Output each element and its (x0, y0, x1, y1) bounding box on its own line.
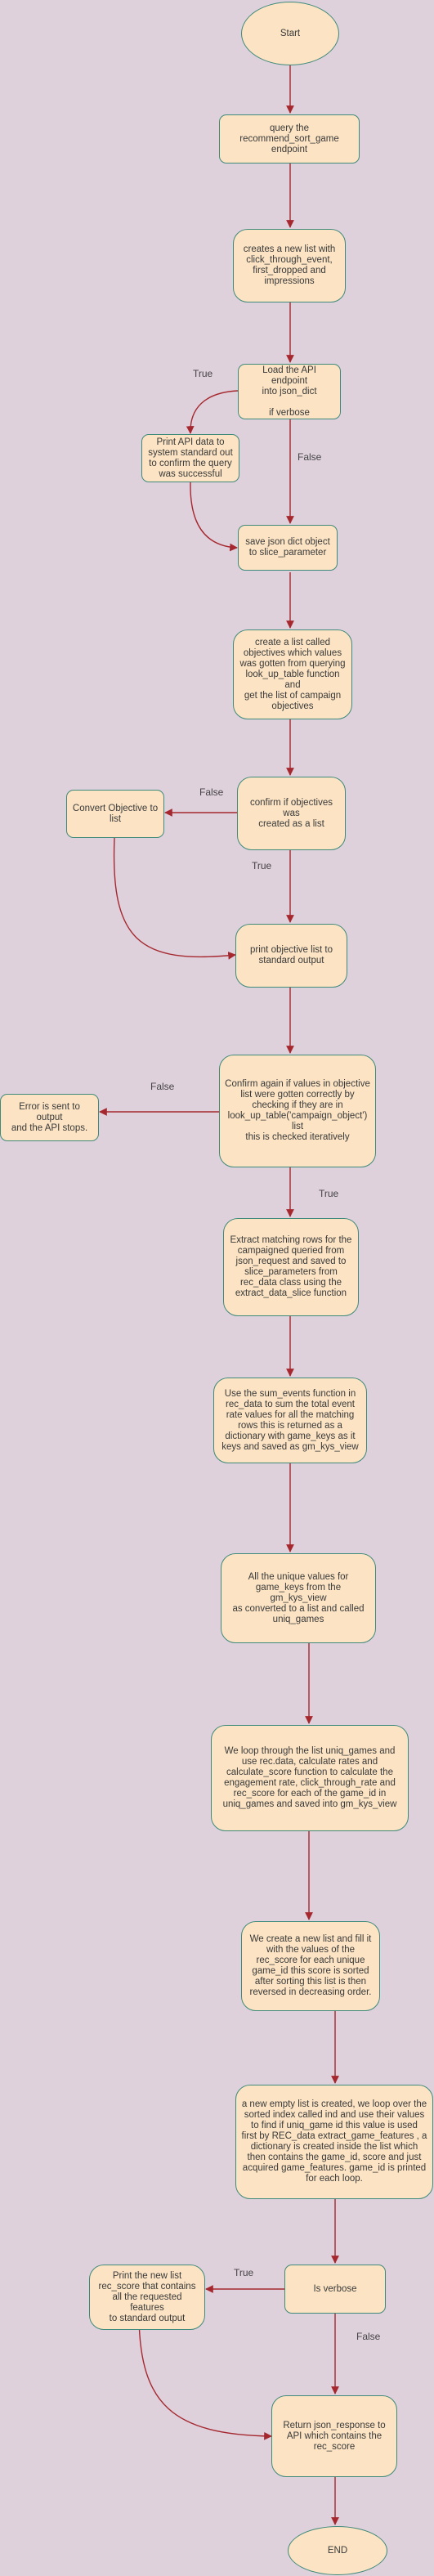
edge-print-save (190, 482, 238, 552)
label-again-true: True (319, 1188, 339, 1199)
node-create-new-list: creates a new list with click_through_ev… (233, 229, 346, 302)
node-confirm-objectives: confirm if objectives was created as a l… (237, 777, 346, 850)
node-save-json-dict: save json dict object to slice_parameter (238, 525, 338, 571)
node-confirm-again: Confirm again if values in objective lis… (219, 1055, 376, 1167)
label-verbose-false: False (356, 2331, 381, 2342)
node-new-list-rec-score: We create a new list and fill it with th… (241, 1921, 380, 2011)
label-objectives-false: False (199, 786, 224, 798)
node-unique-values: All the unique values for game_keys from… (221, 1553, 376, 1643)
node-end: END (288, 2526, 387, 2575)
node-loop-uniq-games: We loop through the list uniq_games and … (211, 1725, 409, 1831)
node-sum-events: Use the sum_events function in rec_data … (213, 1378, 367, 1463)
node-create-objectives-list: create a list called objectives which va… (233, 629, 352, 719)
node-convert-objective: Convert Objective to list (66, 790, 164, 838)
node-print-api-data: Print API data to system standard out to… (141, 434, 239, 482)
label-objectives-true: True (252, 860, 272, 871)
node-start: Start (241, 2, 339, 65)
node-extract-matching-rows: Extract matching rows for the campaigned… (223, 1218, 359, 1316)
label-again-false: False (150, 1081, 175, 1092)
node-load-api-endpoint: Load the API endpoint into json_dict if … (238, 364, 341, 419)
label-verbose-true: True (234, 2267, 254, 2278)
node-empty-list-loop: a new empty list is created, we loop ove… (235, 2085, 433, 2199)
node-return-json-response: Return json_response to API which contai… (271, 2395, 397, 2477)
edge-print-return (138, 2318, 272, 2440)
edge-convert-print (113, 837, 236, 960)
node-error-output: Error is sent to output and the API stop… (0, 1094, 99, 1141)
node-print-objective-list: print objective list to standard output (235, 924, 347, 988)
label-load-true: True (193, 368, 213, 379)
node-print-new-list: Print the new list rec_score that contai… (89, 2265, 205, 2330)
node-query-endpoint: query the recommend_sort_game endpoint (219, 114, 360, 164)
label-load-false: False (298, 451, 322, 463)
node-is-verbose: Is verbose (284, 2265, 386, 2314)
edge-load-print (186, 390, 239, 434)
